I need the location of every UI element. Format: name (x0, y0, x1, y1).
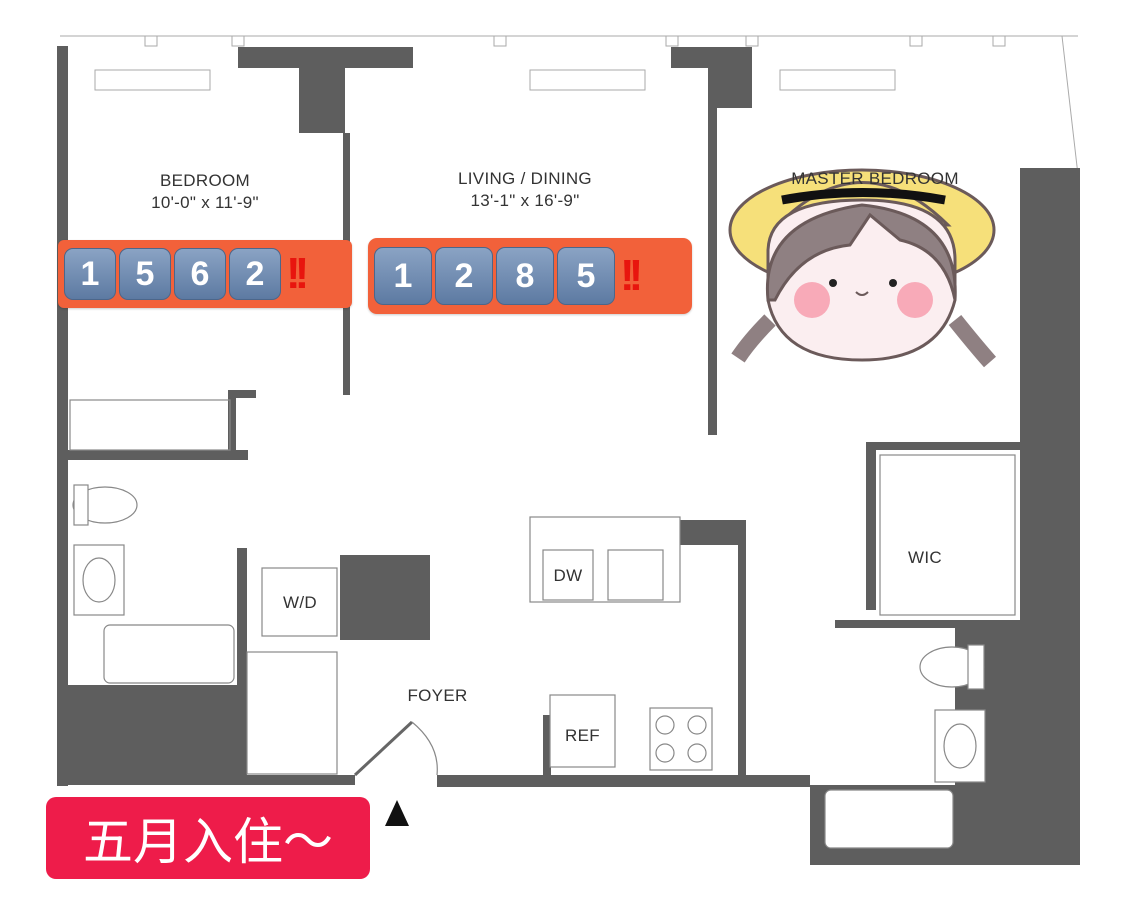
price-badge-bedroom: 1 5 6 2 !! (58, 240, 352, 308)
living-label: LIVING / DINING 13'-1" x 16'-9" (430, 168, 620, 212)
girl-sticker (728, 168, 996, 368)
digit-key: 2 (435, 247, 493, 305)
living-size: 13'-1" x 16'-9" (470, 191, 580, 210)
living-name: LIVING / DINING (458, 169, 592, 188)
double-exclamation-icon: !! (286, 249, 309, 298)
price-badge-living: 1 2 8 5 !! (368, 238, 692, 314)
double-exclamation-icon: !! (620, 251, 643, 300)
walls (57, 46, 1080, 865)
digit-key: 6 (174, 248, 226, 300)
wd-label: W/D (283, 593, 317, 612)
foyer-label: FOYER (407, 686, 468, 705)
dw-label: DW (553, 566, 583, 585)
wic-label: WIC (908, 548, 942, 567)
bedroom-size: 10'-0" x 11'-9" (151, 193, 259, 212)
digit-key: 2 (229, 248, 281, 300)
bedroom-label: BEDROOM 10'-0" x 11'-9" (120, 170, 290, 214)
digit-key: 1 (64, 248, 116, 300)
digit-key: 8 (496, 247, 554, 305)
move-in-banner: 五月入住～ (46, 797, 370, 879)
bedroom-name: BEDROOM (160, 171, 250, 190)
fixtures (69, 399, 1016, 849)
digit-key: 5 (119, 248, 171, 300)
ref-label: REF (565, 726, 600, 745)
entry-arrow-icon (385, 800, 409, 826)
digit-key: 1 (374, 247, 432, 305)
window-line (60, 35, 1079, 176)
digit-key: 5 (557, 247, 615, 305)
master-bedroom-label: MASTER BEDROOM (791, 169, 959, 188)
